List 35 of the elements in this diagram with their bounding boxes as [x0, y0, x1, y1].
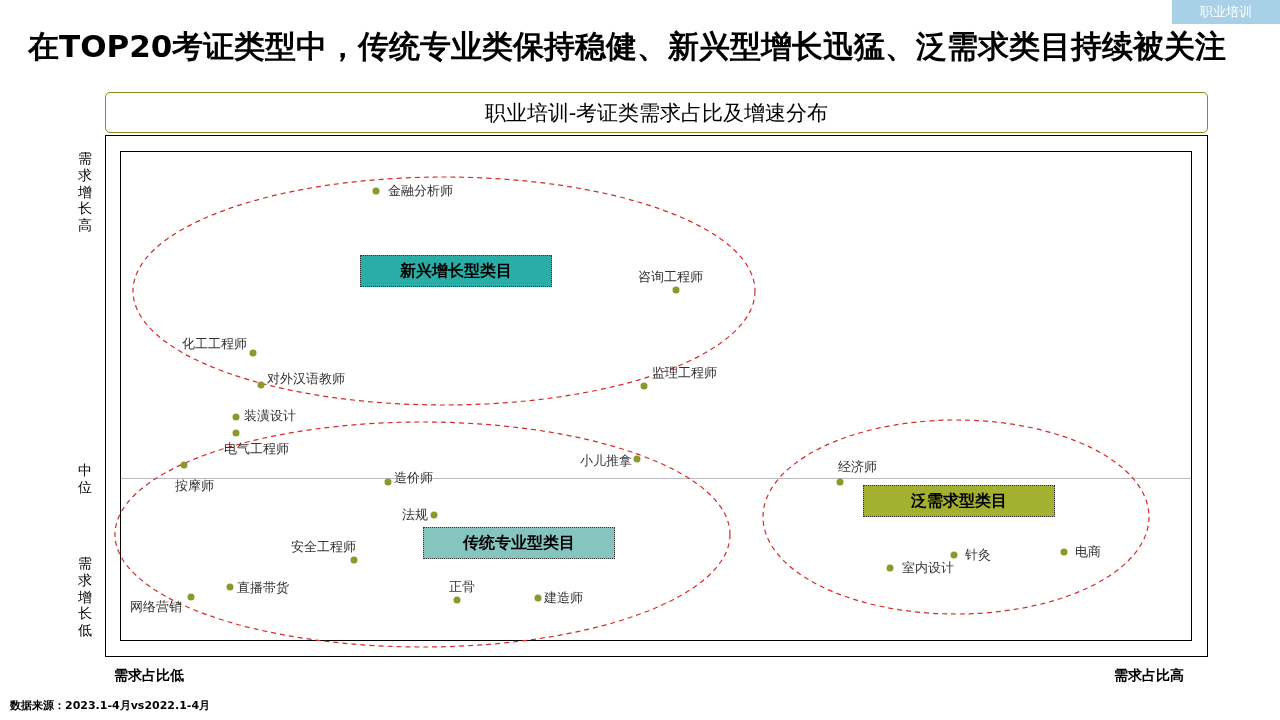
cluster-ellipse — [762, 419, 1150, 615]
point-label: 网络营销 — [130, 599, 182, 615]
point-label: 小儿推拿 — [580, 453, 632, 469]
point-label: 电气工程师 — [224, 441, 289, 457]
point-label: 直播带货 — [237, 580, 289, 596]
source-note: 数据来源：2023.1-4月vs2022.1-4月 — [10, 698, 211, 714]
point-label: 经济师 — [838, 459, 877, 475]
axis-label: 需求占比高 — [1114, 667, 1184, 683]
point-label: 室内设计 — [902, 560, 954, 576]
axis-label: 需求增长高 — [78, 150, 92, 234]
point-label: 安全工程师 — [291, 539, 356, 555]
chart-title: 职业培训-考证类需求占比及增速分布 — [105, 92, 1208, 133]
point-label: 造价师 — [394, 470, 433, 486]
cluster-ellipse — [132, 176, 756, 406]
point-label: 正骨 — [449, 579, 475, 595]
section-tag: 职业培训 — [1172, 0, 1280, 24]
point-label: 针灸 — [965, 547, 991, 563]
axis-label: 需求增长低 — [78, 555, 92, 639]
point-label: 装潢设计 — [244, 408, 296, 424]
point-label: 监理工程师 — [652, 365, 717, 381]
point-label: 金融分析师 — [388, 183, 453, 199]
axis-label: 需求占比低 — [114, 667, 184, 683]
category-label: 传统专业型类目 — [423, 527, 615, 559]
point-label: 建造师 — [544, 590, 583, 606]
page-title: 在TOP20考证类型中，传统专业类保持稳健、新兴型增长迅猛、泛需求类目持续被关注 — [28, 27, 1227, 66]
cluster-ellipse — [114, 421, 731, 648]
category-label: 泛需求型类目 — [863, 485, 1055, 517]
point-label: 咨询工程师 — [638, 269, 703, 285]
point-label: 电商 — [1075, 544, 1101, 560]
point-label: 法规 — [402, 507, 428, 523]
axis-label: 中位 — [78, 462, 92, 496]
point-label: 按摩师 — [175, 478, 214, 494]
point-label: 对外汉语教师 — [267, 371, 345, 387]
category-label: 新兴增长型类目 — [360, 255, 552, 287]
point-label: 化工工程师 — [182, 336, 247, 352]
